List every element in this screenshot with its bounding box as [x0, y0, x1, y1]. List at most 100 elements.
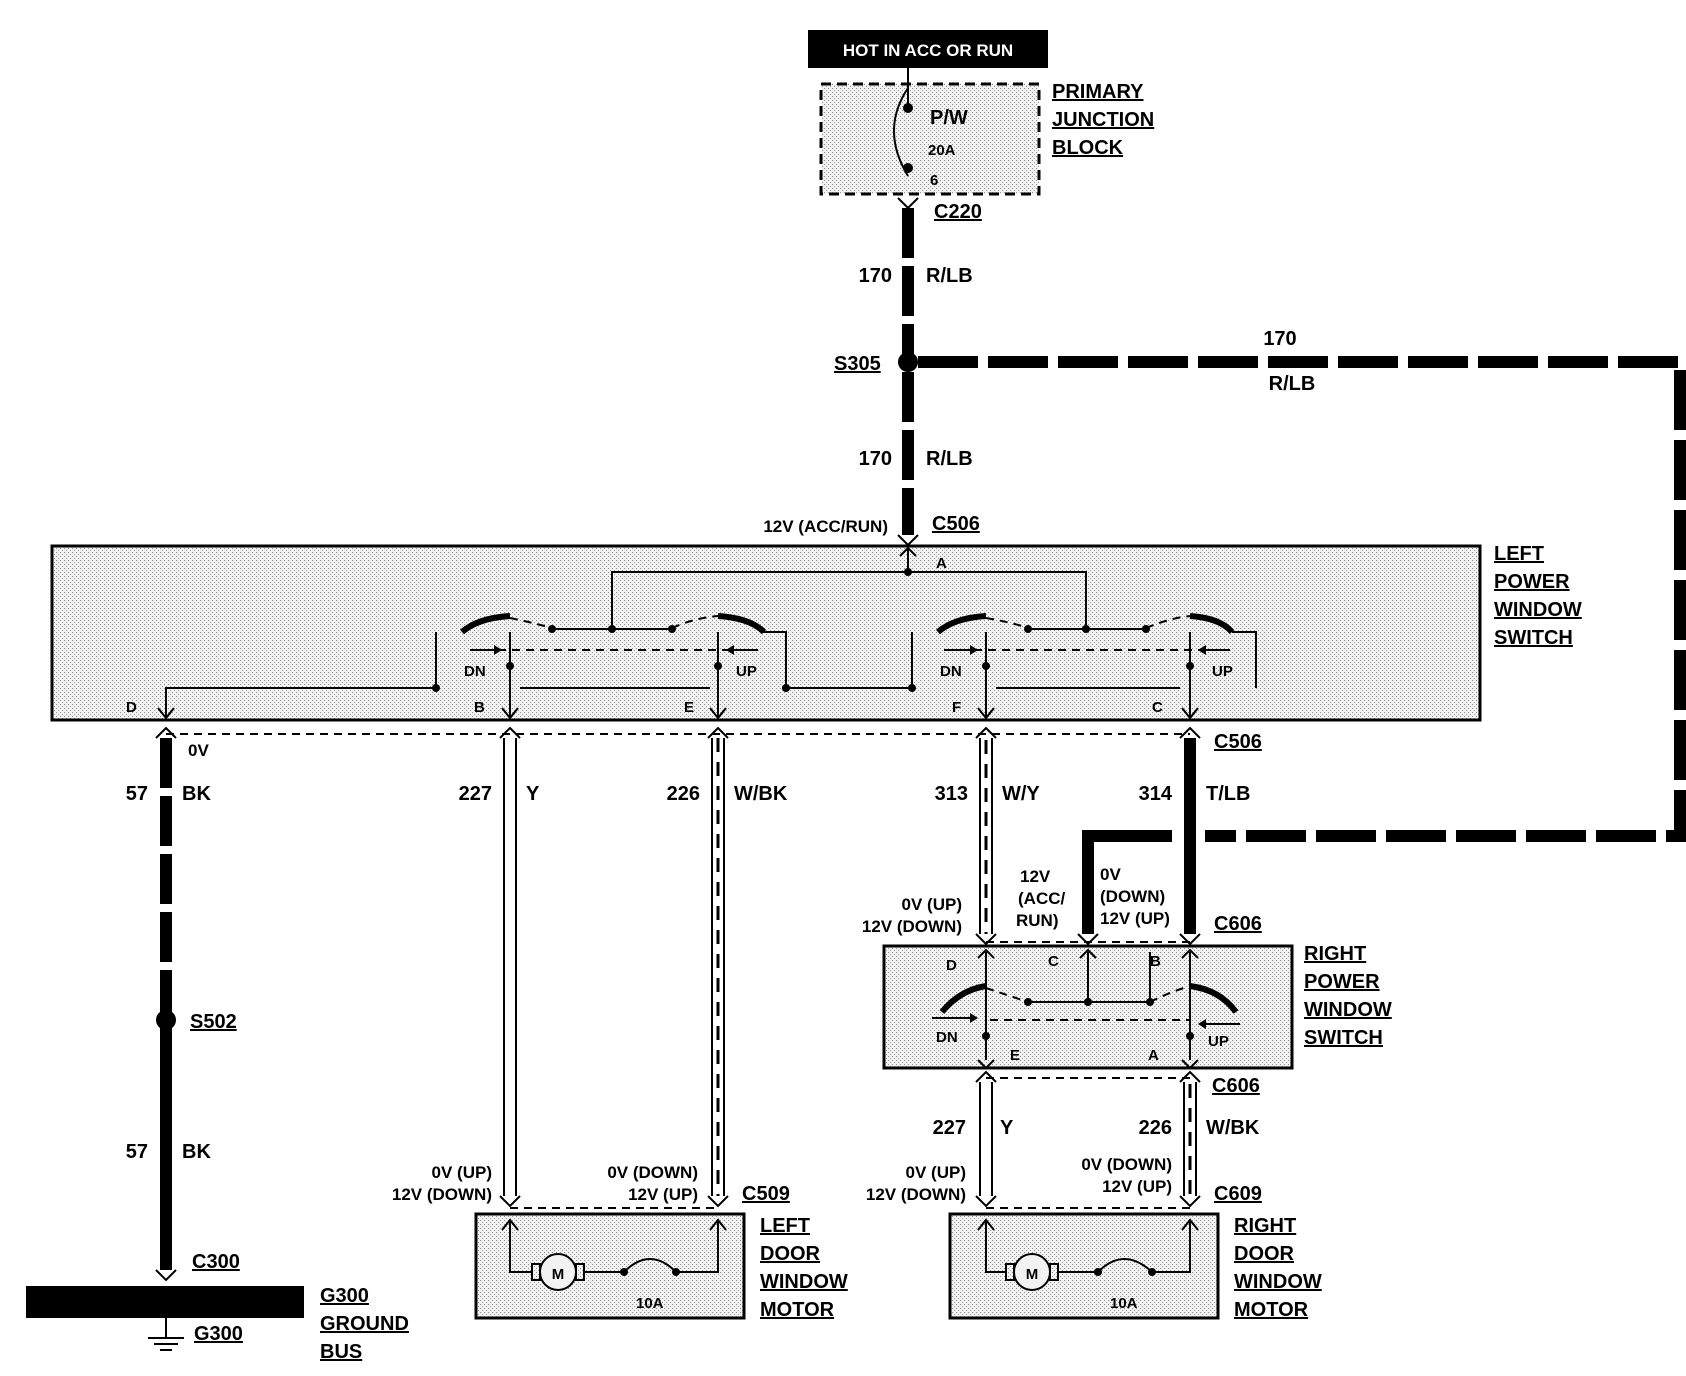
wire-226-color: W/BK — [734, 783, 788, 805]
voltage-rps-0v-1: 0V — [1100, 865, 1121, 884]
rpws-contact-up — [1189, 983, 1239, 1014]
voltage-down-313: 12V (DOWN) — [862, 917, 962, 936]
hot-banner-label: HOT IN ACC OR RUN — [843, 41, 1013, 60]
lpws-pin-b: B — [474, 699, 485, 716]
rpws-pin-c: C — [1048, 953, 1059, 970]
ldwm-title-4: MOTOR — [760, 1299, 835, 1321]
connector-c606-bottom: C606 — [986, 1075, 1260, 1097]
voltage-up-left-b: 12V (UP) — [628, 1185, 698, 1204]
ground-title-2: GROUND — [320, 1313, 409, 1335]
wire-226-right: 226 W/BK 0V (DOWN) 12V (UP) — [1081, 1070, 1260, 1208]
wire-170b-color: R/LB — [1269, 373, 1316, 395]
voltage-up-313: 0V (UP) — [902, 895, 962, 914]
ground-title-3: BUS — [320, 1341, 362, 1363]
rpws-title-3: WINDOW — [1304, 999, 1392, 1021]
wire-227-right: 227 Y 0V (UP) 12V (DOWN) — [866, 1070, 1014, 1208]
left-motor-label: M — [552, 1266, 565, 1283]
right-motor-label: M — [1026, 1266, 1039, 1283]
ldwm-title-2: DOOR — [760, 1243, 821, 1265]
ground-title-1: G300 — [320, 1285, 369, 1307]
left-door-window-motor: M 10A LEFT DOOR WINDOW MOTOR — [474, 1212, 848, 1321]
right-breaker-rating: 10A — [1110, 1295, 1138, 1312]
wire-226b-circuit: 226 — [1139, 1117, 1172, 1139]
lpws-contact-dn-left — [460, 613, 511, 635]
lpws-pin-d: D — [126, 699, 137, 716]
wire-226-left: 226 W/BK 0V (DOWN) 12V (UP) — [607, 726, 788, 1208]
voltage-down-left: 12V (DOWN) — [392, 1185, 492, 1204]
voltage-down-right-b: 0V (DOWN) — [1081, 1155, 1172, 1174]
wire-170c-circuit: 170 — [859, 448, 892, 470]
left-breaker-rating: 10A — [636, 1295, 664, 1312]
voltage-acc-run: 12V (ACC/RUN) — [763, 517, 888, 536]
wire-170-color: R/LB — [926, 265, 973, 287]
primary-junction-block: P/W 20A 6 PRIMARY JUNCTION BLOCK — [819, 68, 1154, 196]
rpws-pin-a: A — [1148, 1047, 1159, 1064]
wire-227-color: Y — [526, 783, 540, 805]
junction-title-1: PRIMARY — [1052, 81, 1144, 103]
lpws-contact-up-right — [1189, 613, 1235, 635]
connector-c609-label: C609 — [1214, 1183, 1262, 1205]
voltage-rps-12v-2: (ACC/ — [1018, 889, 1065, 908]
lpws-pin-e: E — [684, 699, 694, 716]
rdwm-title-3: WINDOW — [1234, 1271, 1322, 1293]
right-power-window-switch: D C B E A DN UP RIGHT POWER WINDOW SWITC… — [882, 943, 1392, 1070]
lpws-title-4: SWITCH — [1494, 627, 1573, 649]
voltage-down-left-b: 0V (DOWN) — [607, 1163, 698, 1182]
rpws-pin-e: E — [1010, 1047, 1020, 1064]
lpws-title-1: LEFT — [1494, 543, 1544, 565]
wire-170-top: C220 170 R/LB — [859, 197, 982, 362]
rpws-pin-b: B — [1150, 953, 1161, 970]
connector-c606-bottom-label: C606 — [1212, 1075, 1260, 1097]
voltage-down-right: 12V (DOWN) — [866, 1185, 966, 1204]
rpws-up: UP — [1208, 1033, 1229, 1050]
wire-314-color: T/LB — [1206, 783, 1250, 805]
connector-c506-bottom: C506 — [166, 731, 1262, 753]
voltage-up-right: 0V (UP) — [906, 1163, 966, 1182]
right-door-window-motor: M 10A RIGHT DOOR WINDOW MOTOR — [948, 1212, 1322, 1321]
rpws-title-4: SWITCH — [1304, 1027, 1383, 1049]
lpws-title-2: POWER — [1494, 571, 1570, 593]
fuse-icon — [893, 87, 909, 177]
fuse-name: P/W — [930, 107, 968, 129]
connector-c509-label: C509 — [742, 1183, 790, 1205]
wire-313: 313 W/Y 0V (UP) 12V (DOWN) — [862, 726, 1040, 946]
ldwm-title-1: LEFT — [760, 1215, 810, 1237]
wire-57b-circuit: 57 — [126, 1141, 148, 1163]
wire-227b-circuit: 227 — [933, 1117, 966, 1139]
connector-c220: C220 — [934, 201, 982, 223]
rpws-contact-dn — [939, 983, 987, 1014]
lpws-contact-up-left — [717, 613, 767, 635]
wire-170b-circuit: 170 — [1263, 328, 1296, 350]
ldwm-title-3: WINDOW — [760, 1271, 848, 1293]
connector-c606-top-label: C606 — [1214, 913, 1262, 935]
left-power-window-switch: A DN UP DN UP — [50, 543, 1582, 722]
rpws-title-1: RIGHT — [1304, 943, 1366, 965]
wire-314: 314 T/LB — [1139, 726, 1250, 946]
right-breaker-icon — [1097, 1258, 1153, 1273]
connector-c609: C609 — [986, 1183, 1262, 1209]
wire-226-circuit: 226 — [667, 783, 700, 805]
connector-c509: C509 — [510, 1183, 790, 1209]
ground-bus: C300 G300 G300 GROUND BUS — [26, 1251, 409, 1363]
voltage-rps-0v-3: 12V (UP) — [1100, 909, 1170, 928]
splice-s502-label: S502 — [190, 1011, 237, 1033]
connector-c606-top: C606 — [986, 913, 1262, 943]
junction-title-3: BLOCK — [1052, 137, 1124, 159]
wire-170c-color: R/LB — [926, 448, 973, 470]
rdwm-title-1: RIGHT — [1234, 1215, 1296, 1237]
wire-57-color: BK — [182, 783, 211, 805]
ground-label: G300 — [194, 1323, 243, 1345]
wire-313-circuit: 313 — [935, 783, 968, 805]
wire-57-circuit: 57 — [126, 783, 148, 805]
lpws-contact-dn-right — [936, 613, 987, 635]
rdwm-title-4: MOTOR — [1234, 1299, 1309, 1321]
wire-314-circuit: 314 — [1139, 783, 1173, 805]
hot-banner: HOT IN ACC OR RUN — [808, 30, 1048, 68]
lpws-pin-a: A — [936, 555, 947, 572]
voltage-rps-0v-2: (DOWN) — [1100, 887, 1165, 906]
wire-313-color: W/Y — [1002, 783, 1040, 805]
splice-s502: S502 — [156, 1010, 237, 1033]
wire-226b-color: W/BK — [1206, 1117, 1260, 1139]
voltage-rps-12v-3: RUN) — [1016, 911, 1059, 930]
